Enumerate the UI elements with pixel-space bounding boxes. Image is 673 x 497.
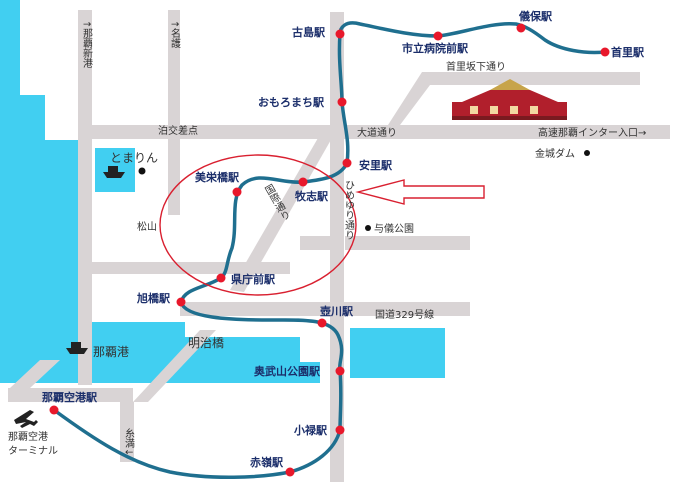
road-diag-airport [10,360,60,388]
label-yogi-park: 与儀公園 [374,222,414,235]
label-tomarin: とまりん [110,151,158,165]
road-horizontal-lower [90,262,290,274]
road-horizontal-oomichi [90,125,670,139]
station-gibo-marker [516,23,526,33]
station-oroku-label: 小禄駅 [293,423,327,437]
road-itoman [120,402,134,462]
station-akamine-label: 赤嶺駅 [250,455,283,469]
tomarin-point-icon [138,167,146,175]
station-kenchomae-marker [216,273,226,283]
shuri-castle-icon [452,79,567,120]
road-bottom-airport [8,388,133,402]
sea-area-main [0,140,320,383]
station-omoromachi-marker [337,97,347,107]
station-oroku-marker [335,425,345,435]
station-naha_airport-label: 那覇空港駅 [42,390,97,404]
station-makishi-marker [298,177,308,187]
station-miebashi-label: 美栄橋駅 [195,170,239,184]
highlight-circle [159,154,357,296]
station-onoyama-label: 奥武山公園駅 [253,364,320,378]
station-onoyama-marker [335,366,345,376]
label-meiji-bridge: 明治橋 [188,336,224,350]
label-shuri-zaka: 首里坂下通り [446,60,506,73]
labels: ↑那覇新港 ↑名護 とまりん 泊交差点 大道通り 首里坂下通り 高速那覇インター… [8,20,646,457]
station-asato-label: 安里駅 [359,158,392,172]
station-asahibashi-label: 旭橋駅 [136,291,170,305]
label-airport-terminal-2: ターミナル [8,445,58,457]
station-furujima-label: 古島駅 [292,25,325,39]
label-matsuyama: 松山 [137,220,157,233]
station-asahibashi-marker [176,297,186,307]
label-naha-port: 那覇港 [93,345,129,359]
label-tomari-intersection: 泊交差点 [158,124,198,137]
station-omoromachi-label: おもろまち駅 [258,96,324,109]
label-route329: 国道329号線 [375,308,434,321]
label-itoman: 糸満↓ [123,428,135,457]
station-tsubogawa-label: 壺川駅 [320,304,353,318]
ship-icon [103,166,125,178]
ship-icon [66,342,88,354]
road-kokusai [230,138,332,292]
station-kenchomae-label: 県庁前駅 [231,272,275,286]
station-shuri-marker [600,47,610,57]
label-naha-shinko: ↑那覇新港 [81,20,93,68]
road-horizontal-himeyuri-ext [345,236,470,250]
label-oomichi: 大道通り [357,126,397,139]
road-horizontal-yogi [300,236,340,250]
monorail-line [52,21,606,479]
airplane-icon [14,410,38,428]
station-shuri-label: 首里駅 [611,45,644,59]
yogi-park-point-icon [365,225,371,231]
station-makishi-label: 牧志駅 [295,189,328,203]
label-kinjo-dam: 金城ダム [535,147,575,160]
label-himeyuri: ひめゆり通り [343,180,355,240]
sea-area-left [0,0,45,140]
sea-area-river [350,328,445,378]
station-shiritsu-label: 市立病院前駅 [402,41,468,55]
station-naha_airport-marker [49,405,59,415]
station-tsubogawa-marker [317,318,327,328]
arrow-left-icon [355,179,485,205]
station-furujima-marker [335,29,345,39]
label-airport-terminal-1: 那覇空港 [8,430,48,443]
kinjo-dam-point-icon [584,150,590,156]
station-miebashi-marker [232,187,242,197]
road-horizontal-329 [180,302,470,316]
station-shiritsu-marker [433,31,443,41]
station-gibo-label: 儀保駅 [518,9,552,23]
station-asato-marker [342,158,352,168]
label-highway: 高速那覇インター入口→ [538,126,646,139]
road-diag-meiji [133,330,216,402]
label-meigo: ↑名護 [169,20,181,49]
road-vertical-meigo [168,10,180,215]
road-vertical-left [78,10,92,385]
station-akamine-marker [285,467,295,477]
